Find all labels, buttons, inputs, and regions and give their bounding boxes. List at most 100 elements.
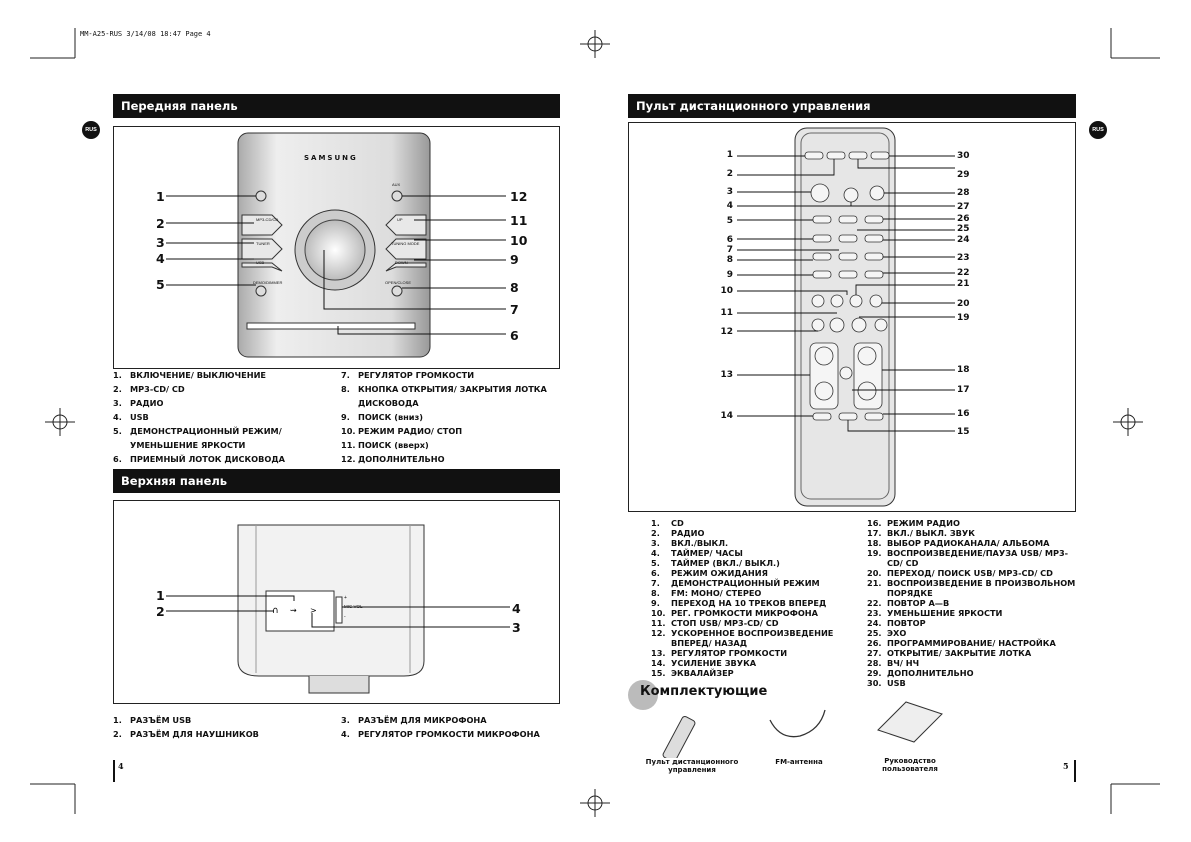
list-item-number: 2. — [651, 528, 660, 538]
list-item-text: ВЧ/ НЧ — [887, 658, 920, 668]
front-callout-1: 1 — [156, 189, 165, 204]
list-item-text: ПЕРЕХОД НА 10 ТРЕКОВ ВПЕРЕД — [671, 598, 827, 608]
remote-callout: 4 — [726, 201, 733, 211]
label-mic-minus: - — [344, 614, 346, 620]
remote-callout: 12 — [720, 327, 733, 337]
front-panel-box: SAMSUNG AUX MP3-CD/CD TUNER USB DEMO/DIM… — [113, 126, 560, 369]
list-item-number: 29. — [867, 668, 882, 678]
list-item-text: РАЗЪЁМ USB — [130, 715, 192, 725]
list-item: 8.КНОПКА ОТКРЫТИЯ/ ЗАКРЫТИЯ ЛОТКА — [341, 382, 561, 396]
list-item: 1.РАЗЪЁМ USB — [113, 713, 333, 727]
remote-illustration — [737, 127, 955, 507]
list-item-number: 7. — [651, 578, 660, 588]
list-item-text: УСКОРЕННОЕ ВОСПРОИЗВЕДЕНИЕ — [671, 628, 834, 638]
list-item-number — [651, 638, 671, 648]
list-item-text: ДИСКОВОДА — [358, 398, 419, 408]
remote-callout: 26 — [957, 214, 970, 224]
front-callout-5: 5 — [156, 277, 165, 292]
list-item-text: УМЕНЬШЕНИЕ ЯРКОСТИ — [130, 440, 246, 450]
list-item-text: РАЗЪЁМ ДЛЯ МИКРОФОНА — [358, 715, 487, 725]
list-item: 3.ВКЛ./ВЫКЛ. — [651, 538, 861, 548]
list-item-number: 14. — [651, 658, 666, 668]
accessories-title: Комплектующие — [640, 684, 768, 699]
list-item: 27.ОТКРЫТИЕ/ ЗАКРЫТИЕ ЛОТКА — [867, 648, 1082, 658]
remote-callout: 17 — [957, 385, 970, 395]
list-item-number: 3. — [341, 715, 350, 725]
front-callout-3: 3 — [156, 235, 165, 250]
list-item: 1.ВКЛЮЧЕНИЕ/ ВЫКЛЮЧЕНИЕ — [113, 368, 333, 382]
list-item: 13.РЕГУЛЯТОР ГРОМКОСТИ — [651, 648, 861, 658]
list-item-number: 25. — [867, 628, 882, 638]
remote-callout: 18 — [957, 365, 970, 375]
list-item-text: РЕЖИМ ОЖИДАНИЯ — [671, 568, 768, 578]
list-item-number: 30. — [867, 678, 882, 688]
list-item-number: 18. — [867, 538, 882, 548]
top-panel-box: ∩ ⇝ > + MIC VOL - 1 2 4 3 — [113, 500, 560, 704]
list-item: 5.ТАЙМЕР (ВКЛ./ ВЫКЛ.) — [651, 558, 861, 568]
list-item-number: 10. — [341, 426, 356, 436]
list-item-text: ПЕРЕХОД/ ПОИСК USB/ MP3-CD/ CD — [887, 568, 1053, 578]
list-item-number — [341, 396, 358, 410]
list-item: 28. ВЧ/ НЧ — [867, 658, 1082, 668]
list-item-number — [113, 438, 130, 452]
remote-callout: 19 — [957, 313, 970, 323]
remote-callout: 5 — [726, 216, 733, 226]
svg-text:⇝: ⇝ — [290, 606, 297, 615]
label-tuner: TUNER — [256, 241, 270, 246]
list-item-text: ВКЛЮЧЕНИЕ/ ВЫКЛЮЧЕНИЕ — [130, 370, 267, 380]
list-item-number: 1. — [651, 518, 660, 528]
list-item-number: 16. — [867, 518, 882, 528]
front-callout-6: 6 — [510, 328, 519, 343]
label-demo: DEMO/DIMMER — [253, 280, 283, 285]
label-aux: AUX — [392, 182, 401, 187]
remote-callout: 22 — [957, 268, 970, 278]
list-item: 3. РАЗЪЁМ ДЛЯ МИКРОФОНА — [341, 713, 561, 727]
list-item-number: 3. — [113, 398, 122, 408]
remote-callout: 20 — [957, 299, 970, 309]
list-item-text: CD — [671, 518, 684, 528]
list-item-text: ДЕМОНСТРАЦИОННЫЙ РЕЖИМ/ — [130, 426, 282, 436]
front-callout-9: 9 — [510, 252, 519, 267]
list-item-number: 6. — [113, 454, 122, 464]
list-item-number: 8. — [341, 384, 350, 394]
list-item-number: 21. — [867, 578, 882, 588]
list-item: 7.РЕГУЛЯТОР ГРОМКОСТИ — [341, 368, 561, 382]
list-item: 2.MP3-CD/ CD — [113, 382, 333, 396]
list-item-text: ПОИСК (вверх) — [358, 440, 429, 450]
list-item: 9.ПОИСК (вниз) — [341, 410, 561, 424]
label-mic-vol: MIC VOL — [344, 604, 363, 609]
list-item: 12.УСКОРЕННОЕ ВОСПРОИЗВЕДЕНИЕ — [651, 628, 861, 638]
list-item-text: ПРИЕМНЫЙ ЛОТОК ДИСКОВОДА — [130, 454, 285, 464]
list-item: 23. УМЕНЬШЕНИЕ ЯРКОСТИ — [867, 608, 1082, 618]
list-item-number: 28. — [867, 658, 882, 668]
page-number-left-bar — [113, 760, 115, 782]
list-item: 12.ДОПОЛНИТЕЛЬНО — [341, 452, 561, 466]
remote-callout: 30 — [957, 151, 970, 161]
list-item-number — [867, 588, 887, 598]
remote-callout: 8 — [726, 255, 733, 265]
list-item-number: 20. — [867, 568, 882, 578]
list-item-text: УМЕНЬШЕНИЕ ЯРКОСТИ — [887, 608, 1003, 618]
remote-header: Пульт дистанционного управления — [628, 94, 1076, 118]
list-item-text: ПОИСК (вниз) — [358, 412, 424, 422]
label-mic-plus: + — [344, 595, 347, 601]
page-number-right-bar — [1074, 760, 1076, 782]
top-panel-illustration: ∩ ⇝ > — [166, 524, 510, 694]
list-item-text: РАЗЪЁМ ДЛЯ НАУШНИКОВ — [130, 729, 259, 739]
list-item-text: ВЫБОР РАДИОКАНАЛА/ АЛЬБОМА — [887, 538, 1050, 548]
list-item-text: РАДИО — [671, 528, 705, 538]
print-meta: MM-A25-RUS 3/14/08 18:47 Page 4 — [80, 30, 211, 38]
list-item-number: 9. — [651, 598, 660, 608]
list-item: 5.ДЕМОНСТРАЦИОННЫЙ РЕЖИМ/ — [113, 424, 333, 438]
page-number-left: 4 — [118, 761, 124, 771]
list-item-number: 23. — [867, 608, 882, 618]
list-item-number: 6. — [651, 568, 660, 578]
remote-callout: 25 — [957, 224, 970, 234]
list-item-text: РЕЖИМ РАДИО/ СТОП — [358, 426, 463, 436]
remote-callout: 11 — [720, 308, 733, 318]
list-item-text: РЕГУЛЯТОР ГРОМКОСТИ — [671, 648, 788, 658]
